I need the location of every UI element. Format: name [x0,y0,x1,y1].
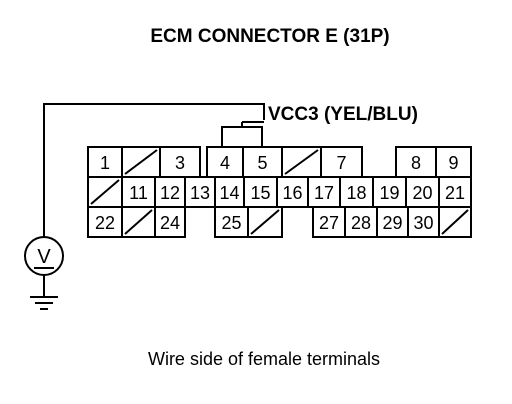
terminal-cell [184,176,216,208]
terminal-number-5: 5 [257,153,267,173]
terminal-number-9: 9 [448,153,458,173]
terminal-number-11: 11 [129,183,148,203]
caption: Wire side of female terminals [148,349,380,369]
terminal-number-20: 20 [412,183,432,203]
voltmeter-label: V [37,246,51,268]
terminal-number-14: 14 [219,183,239,203]
terminal-number-8: 8 [411,153,421,173]
terminal-number-21: 21 [445,183,465,203]
unused-terminal-slash [441,209,469,235]
diagram-title: ECM CONNECTOR E (31P) [150,26,389,47]
terminal-number-25: 25 [221,213,241,233]
terminal-cell [154,176,186,208]
terminal-number-13: 13 [190,183,210,203]
terminal-number-18: 18 [346,183,366,203]
unused-terminal-slash [284,149,319,175]
terminal-number-15: 15 [250,183,270,203]
terminal-number-7: 7 [336,153,346,173]
terminal-number-27: 27 [319,213,339,233]
terminal-cell [214,176,245,208]
unused-terminal-slash [124,149,158,175]
terminal-number-17: 17 [314,183,334,203]
terminal-number-3: 3 [175,153,185,173]
test-lead-wire [43,103,265,237]
terminal-number-12: 12 [160,183,180,203]
terminal-number-16: 16 [282,183,302,203]
unused-terminal-slash [250,209,280,235]
connector-outline [87,146,472,238]
wire-label: VCC3 (YEL/BLU) [268,104,418,125]
unused-terminal-slash [90,179,120,205]
terminal-number-22: 22 [95,213,115,233]
terminal-number-4: 4 [220,153,230,173]
ground-icon [30,275,58,310]
probe-bracket [221,121,264,147]
terminal-number-30: 30 [413,213,433,233]
terminal-number-1: 1 [100,153,110,173]
terminal-number-29: 29 [382,213,402,233]
unused-terminal-slash [124,209,153,235]
terminal-number-24: 24 [160,213,180,233]
terminal-number-28: 28 [351,213,371,233]
voltmeter-icon: V [24,236,64,276]
terminal-cell [307,176,341,208]
terminal-number-19: 19 [379,183,399,203]
